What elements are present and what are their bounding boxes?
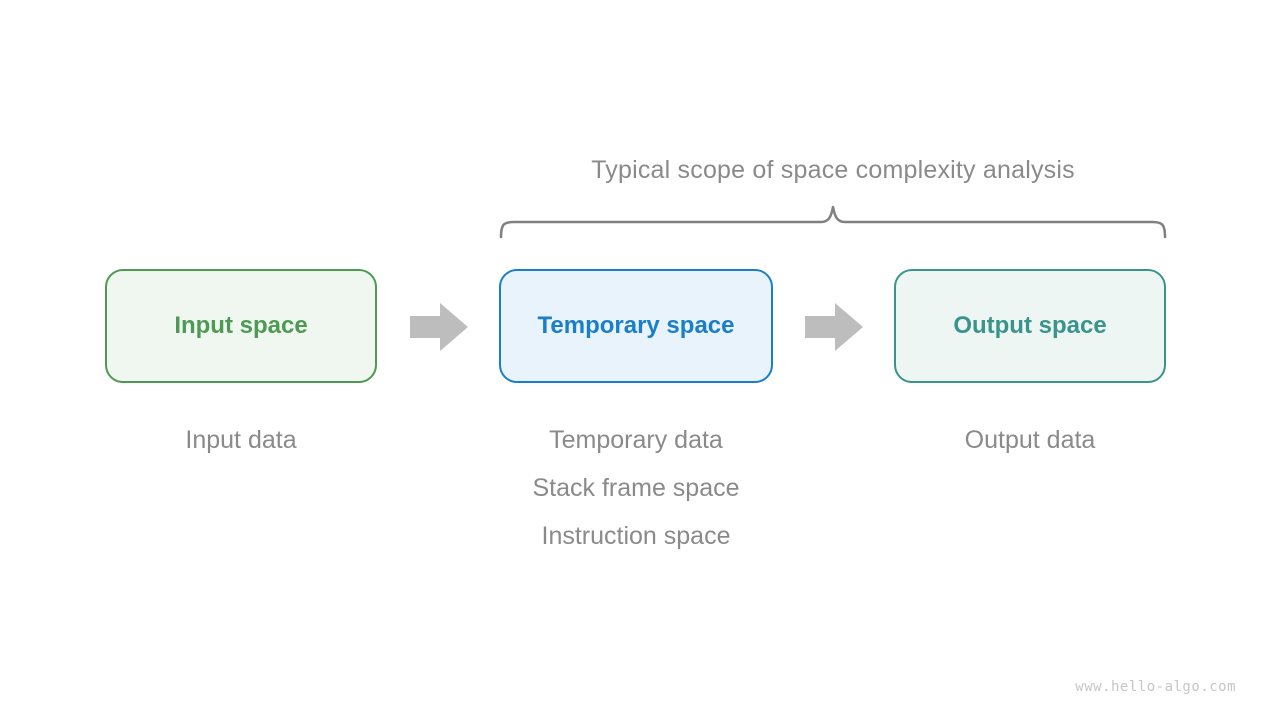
temporary-space-box: Temporary space (499, 269, 773, 383)
caption-line: Output data (964, 426, 1096, 454)
right-arrow-icon (410, 303, 468, 351)
output-space-box: Output space (894, 269, 1166, 383)
right-arrow-icon (805, 303, 863, 351)
caption-line: Instruction space (541, 522, 731, 550)
temporary-space-label: Temporary space (537, 312, 735, 339)
caption-line: Temporary data (549, 426, 723, 454)
caption-line: Stack frame space (532, 474, 740, 502)
scope-brace (499, 205, 1167, 239)
diagram-title: Typical scope of space complexity analys… (591, 156, 1075, 184)
output-space-caption: Output data (894, 416, 1166, 464)
input-space-box: Input space (105, 269, 377, 383)
output-space-label: Output space (953, 312, 1107, 339)
input-space-label: Input space (174, 312, 308, 339)
temporary-space-caption: Temporary data Stack frame space Instruc… (479, 416, 793, 560)
watermark: www.hello-algo.com (1075, 679, 1236, 695)
caption-line: Input data (185, 426, 297, 454)
input-space-caption: Input data (105, 416, 377, 464)
